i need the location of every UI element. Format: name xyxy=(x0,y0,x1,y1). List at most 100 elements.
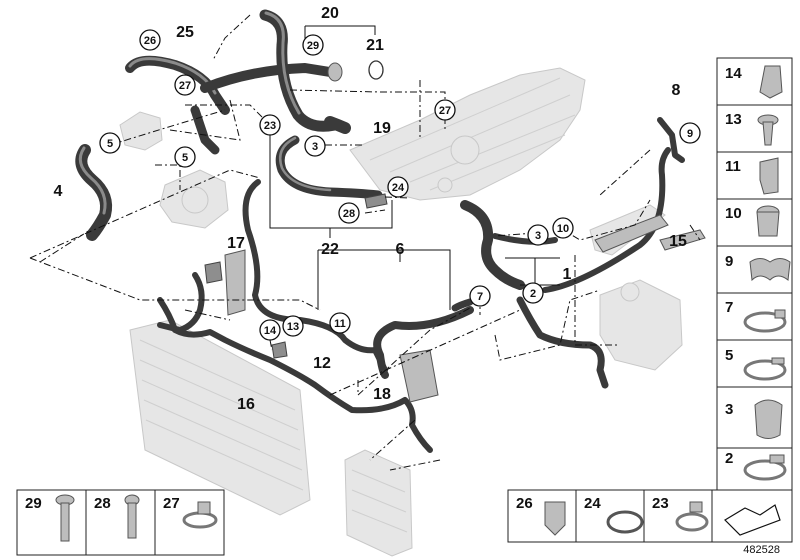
svg-text:5: 5 xyxy=(107,138,113,150)
push-pin-13-icon xyxy=(757,114,779,146)
legend-right: 14 13 11 10 9 7 5 3 2 xyxy=(716,57,793,491)
sheet-symbol-icon xyxy=(724,504,781,536)
clip-3-icon xyxy=(754,399,783,439)
water-pump-ghost xyxy=(159,169,229,229)
svg-text:27: 27 xyxy=(179,80,191,92)
callout-24: 24 xyxy=(387,176,409,198)
svg-text:26: 26 xyxy=(144,35,156,47)
leader-lines xyxy=(29,14,701,471)
callout-5-b: 5 xyxy=(174,146,196,168)
callout-2: 2 xyxy=(522,282,544,304)
callout-27-b: 27 xyxy=(434,99,456,121)
svg-text:9: 9 xyxy=(687,128,693,140)
clip-12-13-14 xyxy=(271,341,288,359)
bolt-28-icon xyxy=(124,494,140,539)
callout-29: 29 xyxy=(302,34,324,56)
svg-text:23: 23 xyxy=(264,120,276,132)
legend-28: 28 xyxy=(94,495,111,512)
label-21: 21 xyxy=(366,37,384,54)
double-clip-9-icon xyxy=(749,258,791,282)
hose-6-upper xyxy=(460,200,558,290)
clamp-27-icon xyxy=(182,501,218,529)
legend-7: 7 xyxy=(725,299,733,316)
diagram-id: 482528 xyxy=(743,544,780,556)
hose-6-lower xyxy=(373,298,474,379)
hose-17-left xyxy=(157,272,205,333)
callout-9: 9 xyxy=(679,122,701,144)
label-16: 16 xyxy=(237,396,255,413)
callout-3-b: 3 xyxy=(527,224,549,246)
clip-14-icon xyxy=(759,65,783,99)
callout-26: 26 xyxy=(139,29,161,51)
legend-23: 23 xyxy=(652,495,669,512)
hose-19-end xyxy=(324,116,351,134)
label-25: 25 xyxy=(176,24,194,41)
intake-manifold-ghost xyxy=(349,67,586,201)
callout-14: 14 xyxy=(259,319,281,341)
label-22: 22 xyxy=(321,241,339,258)
callout-10: 10 xyxy=(552,217,574,239)
label-8: 8 xyxy=(672,82,681,99)
bracket-clip-11-icon xyxy=(759,157,779,195)
hose-clamp-5-icon xyxy=(743,357,787,381)
legend-2: 2 xyxy=(725,450,733,467)
label-1: 1 xyxy=(563,266,572,283)
callout-13: 13 xyxy=(282,315,304,337)
legend-27: 27 xyxy=(163,495,180,512)
callout-3-a: 3 xyxy=(304,135,326,157)
connector-24-28 xyxy=(364,193,388,209)
svg-text:29: 29 xyxy=(307,40,319,52)
callout-5-a: 5 xyxy=(99,132,121,154)
hose-16-lower xyxy=(157,297,433,453)
legend-26: 26 xyxy=(516,495,533,512)
legend-bottom-right: 26 24 23 xyxy=(507,489,793,543)
hose-20-upper xyxy=(200,9,341,132)
aux-radiator-ghost xyxy=(344,449,413,557)
thermostat-ghost xyxy=(119,111,163,151)
legend-14: 14 xyxy=(725,65,742,82)
label-17: 17 xyxy=(227,235,245,252)
svg-text:11: 11 xyxy=(334,318,346,330)
legend-11: 11 xyxy=(725,158,741,175)
callout-7: 7 xyxy=(469,285,491,307)
label-19: 19 xyxy=(373,120,391,137)
legend-24: 24 xyxy=(584,495,601,512)
svg-text:28: 28 xyxy=(343,208,355,220)
callout-28: 28 xyxy=(338,202,360,224)
hose-long-center xyxy=(242,179,388,373)
hose-clamp-7-icon xyxy=(743,309,787,333)
expansion-tank-ghost xyxy=(599,279,683,371)
svg-text:10: 10 xyxy=(557,223,569,235)
hose-22-center xyxy=(275,135,383,200)
hose-5-thermostat xyxy=(190,105,220,155)
legend-3: 3 xyxy=(725,401,733,418)
label-6: 6 xyxy=(396,241,405,258)
legend-29: 29 xyxy=(25,495,42,512)
bracket-17 xyxy=(204,249,246,316)
bracket-18 xyxy=(399,349,439,403)
clamp-23-icon xyxy=(675,501,709,532)
plain-callouts: 20 25 21 8 19 4 6 1 15 17 22 12 16 18 xyxy=(54,5,687,413)
circled-callouts: 26 29 27 27 5 23 3 5 9 24 28 3 10 7 2 11… xyxy=(99,29,701,341)
hose-clamp-2-icon xyxy=(743,454,787,481)
label-18: 18 xyxy=(373,386,391,403)
hose-4 xyxy=(75,144,113,241)
legend-10: 10 xyxy=(725,205,742,222)
svg-text:2: 2 xyxy=(530,288,536,300)
label-12: 12 xyxy=(313,355,331,372)
svg-text:24: 24 xyxy=(392,182,405,194)
svg-text:13: 13 xyxy=(287,321,299,333)
legend-9: 9 xyxy=(725,253,733,270)
hose-8-9 xyxy=(657,117,685,163)
o-ring-24-icon xyxy=(606,510,644,534)
connector-21 xyxy=(327,60,384,82)
label-20: 20 xyxy=(321,5,339,22)
clip-26-icon xyxy=(544,501,566,536)
pipe-10-15 xyxy=(594,214,706,253)
legend-bottom-left: 29 28 27 xyxy=(16,489,225,556)
quick-connector-10-icon xyxy=(756,205,780,237)
svg-text:3: 3 xyxy=(312,141,318,153)
callout-23: 23 xyxy=(259,114,281,136)
bolt-29-icon xyxy=(55,494,75,542)
